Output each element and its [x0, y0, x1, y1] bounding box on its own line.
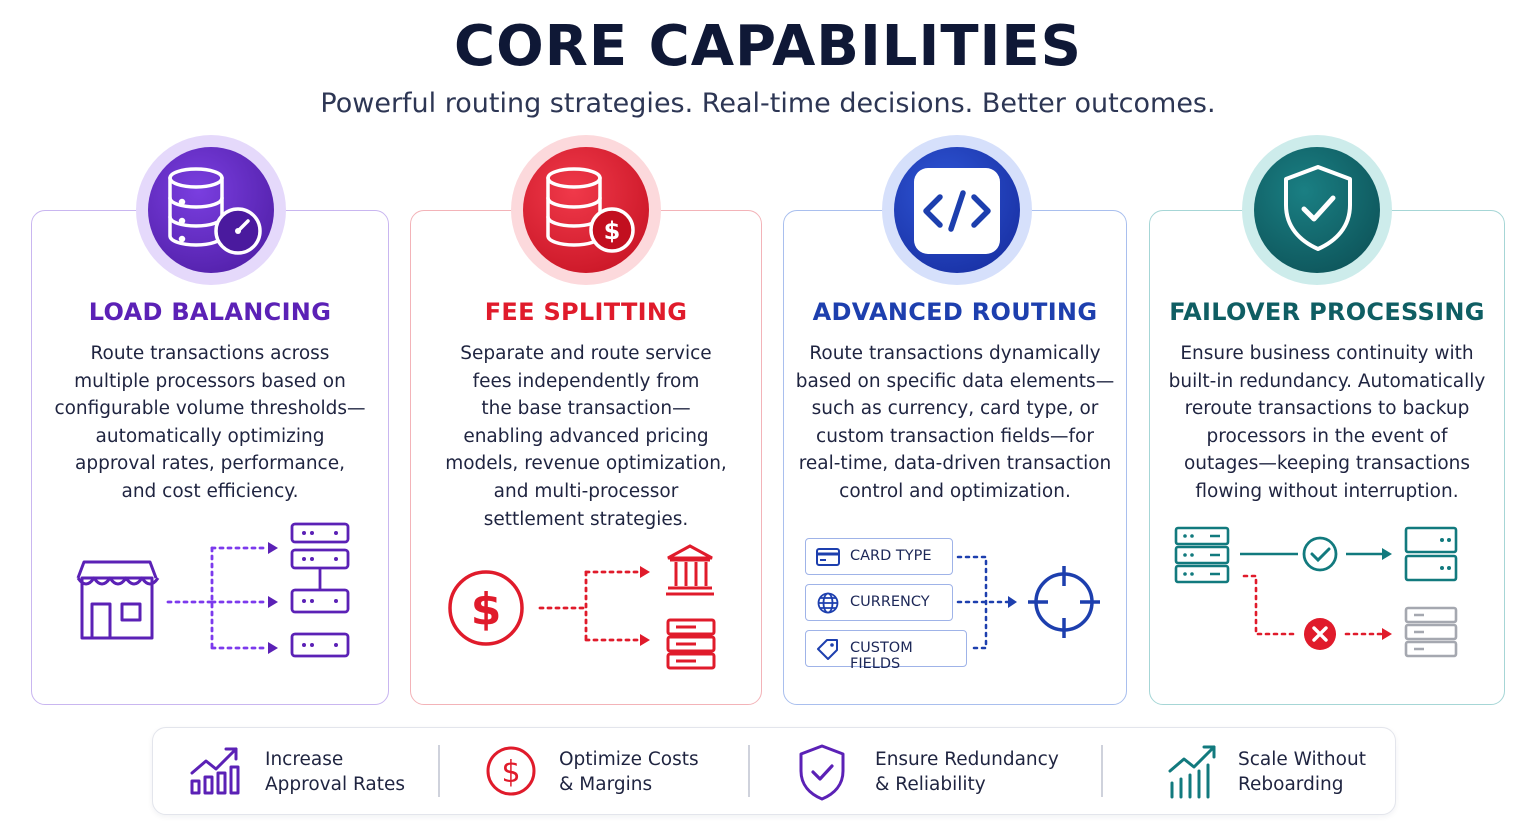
card-advanced-routing — [783, 210, 1127, 705]
globe-icon — [817, 592, 839, 614]
desc-line: the base transaction— — [481, 398, 691, 420]
tag-currency: CURRENCY — [805, 584, 953, 621]
benefit-line: Increase — [265, 749, 344, 770]
tag-card-type: CARD TYPE — [805, 538, 953, 575]
card-title-advanced-routing: ADVANCED ROUTING — [812, 298, 1098, 326]
desc-line: approval rates, performance, — [75, 453, 345, 475]
x-circle-icon — [1304, 618, 1336, 650]
desc-line: configurable volume thresholds— — [54, 398, 366, 420]
divider — [1101, 745, 1103, 797]
svg-text:$: $ — [471, 584, 502, 635]
benefit-line: Scale Without — [1238, 749, 1366, 770]
desc-line: automatically optimizing — [95, 425, 325, 447]
server-icon — [1174, 526, 1230, 584]
routing-connector — [956, 555, 1100, 650]
benefit-line: & Margins — [559, 774, 653, 795]
benefit-line: Ensure Redundancy — [875, 749, 1059, 770]
desc-line: models, revenue optimization, — [445, 453, 727, 475]
divider — [748, 745, 750, 797]
desc-line: settlement strategies. — [483, 508, 689, 530]
card-title-failover-processing: FAILOVER PROCESSING — [1169, 298, 1485, 326]
dollar-circle-icon: $ — [486, 746, 536, 796]
card-desc-advanced-routing: Route transactions dynamically based on … — [783, 340, 1127, 506]
desc-line: custom transaction fields—for — [816, 425, 1094, 447]
check-circle-icon — [1302, 536, 1338, 572]
card-desc-fee-splitting: Separate and route service fees independ… — [410, 340, 762, 533]
target-icon — [1028, 566, 1100, 638]
tag-label: CUSTOM FIELDS — [850, 640, 913, 672]
divider — [438, 745, 440, 797]
database-gauge-icon — [168, 167, 262, 255]
shield-check-icon — [1284, 165, 1352, 251]
code-icon — [914, 168, 1000, 254]
page-title: CORE CAPABILITIES — [454, 14, 1082, 79]
database-dollar-icon: $ — [546, 167, 635, 253]
svg-text:$: $ — [501, 755, 520, 790]
desc-line: reroute transactions to backup — [1184, 398, 1470, 420]
desc-line: Route transactions dynamically — [809, 343, 1101, 364]
storefront-icon — [76, 560, 160, 640]
desc-line: Route transactions across — [90, 343, 330, 364]
server-offline-icon — [1404, 606, 1458, 658]
desc-line: fees independently from — [472, 370, 700, 392]
benefits-bar — [152, 727, 1396, 815]
desc-line: flowing without interruption. — [1195, 480, 1459, 502]
desc-line: and cost efficiency. — [121, 480, 299, 502]
benefit-approval-rates: Increase Approval Rates — [265, 747, 405, 797]
page-subtitle: Powerful routing strategies. Real-time d… — [320, 88, 1216, 119]
desc-line: and multi-processor — [493, 480, 679, 502]
desc-line: built-in redundancy. Automatically — [1168, 370, 1486, 392]
benefit-redundancy: Ensure Redundancy & Reliability — [875, 747, 1059, 797]
bank-icon — [666, 544, 714, 596]
desc-line: processors in the event of — [1206, 425, 1448, 447]
shield-check-icon — [799, 744, 845, 801]
card-desc-failover-processing: Ensure business continuity with built-in… — [1149, 340, 1505, 506]
benefit-optimize-costs: Optimize Costs & Margins — [559, 747, 699, 797]
tag-icon — [817, 639, 838, 660]
server-icon — [1404, 526, 1458, 582]
tag-custom-fields: CUSTOM FIELDS — [805, 630, 967, 672]
card-title-fee-splitting: FEE SPLITTING — [484, 298, 688, 326]
desc-line: control and optimization. — [839, 480, 1071, 502]
failover-diagram — [1174, 526, 1458, 658]
trend-chart-icon — [190, 747, 240, 795]
desc-line: Separate and route service — [460, 343, 712, 364]
failover-badge — [1242, 135, 1392, 285]
benefit-line: Optimize Costs — [559, 749, 699, 770]
tag-label: CARD TYPE — [850, 548, 932, 564]
benefit-line: Reboarding — [1238, 774, 1344, 795]
dollar-circle-icon: $ — [448, 570, 524, 646]
load-balancing-badge — [136, 135, 286, 285]
growth-chart-icon — [1168, 745, 1216, 799]
benefit-scale: Scale Without Reboarding — [1238, 747, 1366, 797]
svg-text:$: $ — [604, 217, 621, 245]
load-balancing-diagram — [76, 522, 350, 658]
desc-line: such as currency, card type, or — [811, 398, 1099, 420]
desc-line: real-time, data-driven transaction — [798, 453, 1112, 475]
server-icon — [290, 522, 350, 658]
desc-line: multiple processors based on — [74, 370, 346, 392]
benefit-line: Approval Rates — [265, 774, 406, 795]
card-desc-load-balancing: Route transactions across multiple proce… — [31, 340, 389, 506]
card-title-load-balancing: LOAD BALANCING — [88, 298, 332, 326]
desc-line: outages—keeping transactions — [1183, 453, 1471, 475]
fee-splitting-badge — [511, 135, 661, 285]
benefit-line: & Reliability — [875, 774, 986, 795]
credit-card-icon — [816, 548, 840, 566]
desc-line: based on specific data elements— — [795, 370, 1115, 392]
desc-line: Ensure business continuity with — [1180, 343, 1474, 364]
desc-line: enabling advanced pricing — [463, 425, 709, 447]
server-icon — [666, 618, 716, 670]
fee-splitting-diagram: $ — [448, 544, 716, 670]
tag-label: CURRENCY — [850, 594, 930, 610]
